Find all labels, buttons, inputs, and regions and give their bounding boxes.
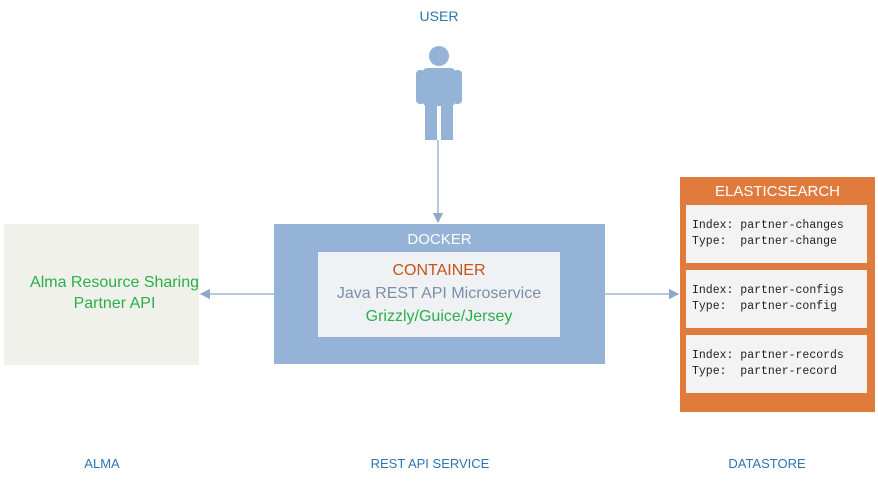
rest-api-service-footer-label: REST API SERVICE (370, 456, 490, 471)
docker-label: DOCKER (407, 231, 472, 248)
person-icon (416, 46, 462, 140)
index-card: Index: partner-changes Type: partner-cha… (686, 205, 867, 263)
alma-api-label: Alma Resource Sharing Partner API (4, 272, 225, 314)
index-card: Index: partner-records Type: partner-rec… (686, 335, 867, 393)
index-card: Index: partner-configs Type: partner-con… (686, 270, 867, 328)
index-name: Index: partner-changes (692, 219, 844, 232)
alma-box (4, 224, 199, 365)
alma-footer-label: ALMA (84, 456, 120, 471)
container-label: CONTAINER (392, 262, 486, 279)
elasticsearch-label: ELASTICSEARCH (714, 183, 841, 200)
index-type: Type: partner-record (692, 365, 837, 378)
container-tech-stack: Grizzly/Guice/Jersey (365, 308, 513, 325)
index-type: Type: partner-config (692, 300, 837, 313)
user-label: USER (419, 8, 459, 24)
container-box (318, 252, 560, 337)
index-name: Index: partner-records (692, 349, 844, 362)
index-type: Type: partner-change (692, 235, 837, 248)
alma-api-line-1: Alma Resource Sharing (30, 274, 199, 291)
index-name: Index: partner-configs (692, 284, 844, 297)
datastore-footer-label: DATASTORE (728, 456, 806, 471)
alma-api-line-2: Partner API (73, 295, 156, 312)
container-description: Java REST API Microservice (336, 285, 542, 302)
